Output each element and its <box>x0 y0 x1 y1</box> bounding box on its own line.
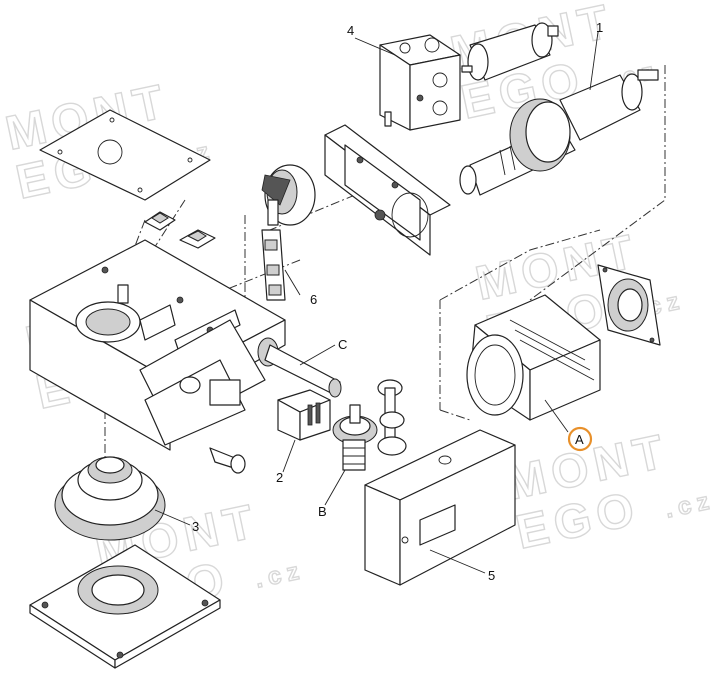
label-part-4: 4 <box>347 23 354 38</box>
label-part-5: 5 <box>488 568 495 583</box>
axis-line <box>439 229 601 301</box>
highlight-circle <box>567 426 593 452</box>
part-5-cover <box>364 429 516 586</box>
part-b-gear <box>332 404 378 471</box>
part-1-rotor <box>459 69 659 196</box>
base-plate <box>29 544 221 669</box>
motor-flange <box>597 264 661 346</box>
part-labels: 4 1 6 C 2 B 3 5 A <box>192 20 603 583</box>
part-1-cylinder <box>461 22 559 81</box>
switch-gear <box>261 164 316 226</box>
label-part-b: B <box>318 504 327 519</box>
watermark-text: .cz <box>663 487 717 524</box>
circuit-board <box>324 124 451 256</box>
label-part-c: C <box>338 337 347 352</box>
part-c-shaft <box>257 337 342 398</box>
spool-part <box>377 379 407 456</box>
label-part-3: 3 <box>192 519 199 534</box>
label-part-1: 1 <box>596 20 603 35</box>
watermark-text: .cz <box>253 557 308 594</box>
part-3-gear <box>54 456 166 541</box>
part-a-motor <box>466 294 601 421</box>
small-pin <box>209 447 246 474</box>
label-part-a: A <box>575 432 584 447</box>
label-part-6: 6 <box>310 292 317 307</box>
gasket-plate <box>39 109 211 201</box>
part-6-clamp <box>261 229 286 301</box>
label-part-2: 2 <box>276 470 283 485</box>
clip-parts <box>144 211 216 249</box>
internal-plate <box>139 319 266 446</box>
axis-line <box>439 409 471 421</box>
part-4-block <box>379 34 461 131</box>
leader-lines <box>154 31 599 574</box>
part-2-connector <box>277 389 331 441</box>
